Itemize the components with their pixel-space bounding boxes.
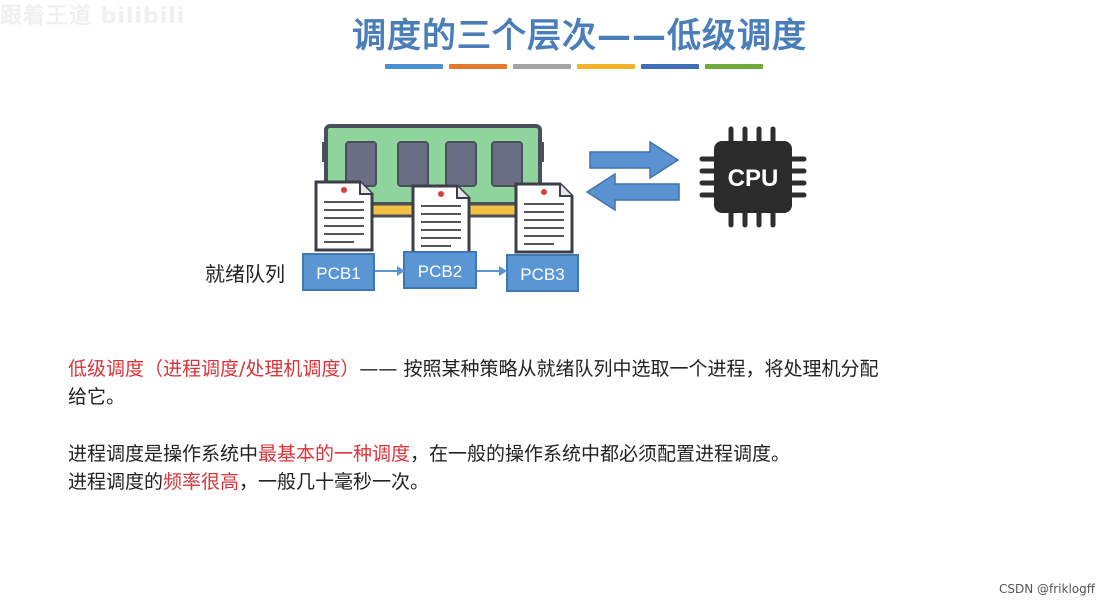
csdn-watermark: CSDN @friklogff bbox=[998, 582, 1095, 596]
process-scheduling-notes: 进程调度是操作系统中最基本的一种调度，在一般的操作系统中都必须配置进程调度。 进… bbox=[68, 440, 790, 496]
definition-term: 低级调度（进程调度/处理机调度） bbox=[68, 358, 360, 380]
pcb-box: PCB1 bbox=[302, 253, 375, 291]
cpu-chip-icon: CPU bbox=[699, 126, 807, 228]
color-bar bbox=[513, 64, 571, 69]
process-document-icon bbox=[514, 182, 574, 254]
queue-arrow-icon bbox=[375, 266, 405, 276]
memory-module-icon bbox=[322, 124, 544, 218]
color-bar bbox=[385, 64, 443, 69]
color-bar bbox=[577, 64, 635, 69]
scheduling-diagram: 就绪队列 PCB1 PCB2 PCB3 CPU bbox=[205, 124, 807, 292]
arrow-left-icon bbox=[585, 172, 680, 212]
queue-arrow-icon bbox=[477, 266, 507, 276]
page-title: 调度的三个层次——低级调度 bbox=[352, 16, 807, 56]
note-text: 进程调度是操作系统中 bbox=[68, 443, 259, 465]
note-text: ，一般几十毫秒一次。 bbox=[239, 471, 430, 493]
arrow-right-icon bbox=[589, 140, 680, 180]
bilibili-watermark: 跟着王道 bilibili bbox=[0, 4, 186, 29]
color-bar bbox=[705, 64, 763, 69]
process-document-icon bbox=[411, 184, 471, 256]
low-level-scheduling-definition: 低级调度（进程调度/处理机调度）—— 按照某种策略从就绪队列中选取一个进程，将处… bbox=[68, 355, 878, 411]
cpu-label: CPU bbox=[728, 165, 779, 192]
definition-text-line2: 给它。 bbox=[68, 386, 126, 408]
title-color-bars bbox=[385, 64, 763, 69]
note-text: 进程调度的 bbox=[68, 471, 164, 493]
pcb-box: PCB2 bbox=[403, 251, 477, 289]
note-highlight: 频率很高 bbox=[163, 471, 240, 493]
definition-text: —— 按照某种策略从就绪队列中选取一个进程，将处理机分配 bbox=[359, 358, 879, 380]
process-document-icon bbox=[314, 180, 374, 252]
color-bar bbox=[449, 64, 507, 69]
note-highlight: 最基本的一种调度 bbox=[258, 443, 411, 465]
note-text: ，在一般的操作系统中都必须配置进程调度。 bbox=[410, 443, 791, 465]
color-bar bbox=[641, 64, 699, 69]
pcb-box: PCB3 bbox=[506, 254, 579, 292]
ready-queue-label: 就绪队列 bbox=[205, 262, 285, 286]
